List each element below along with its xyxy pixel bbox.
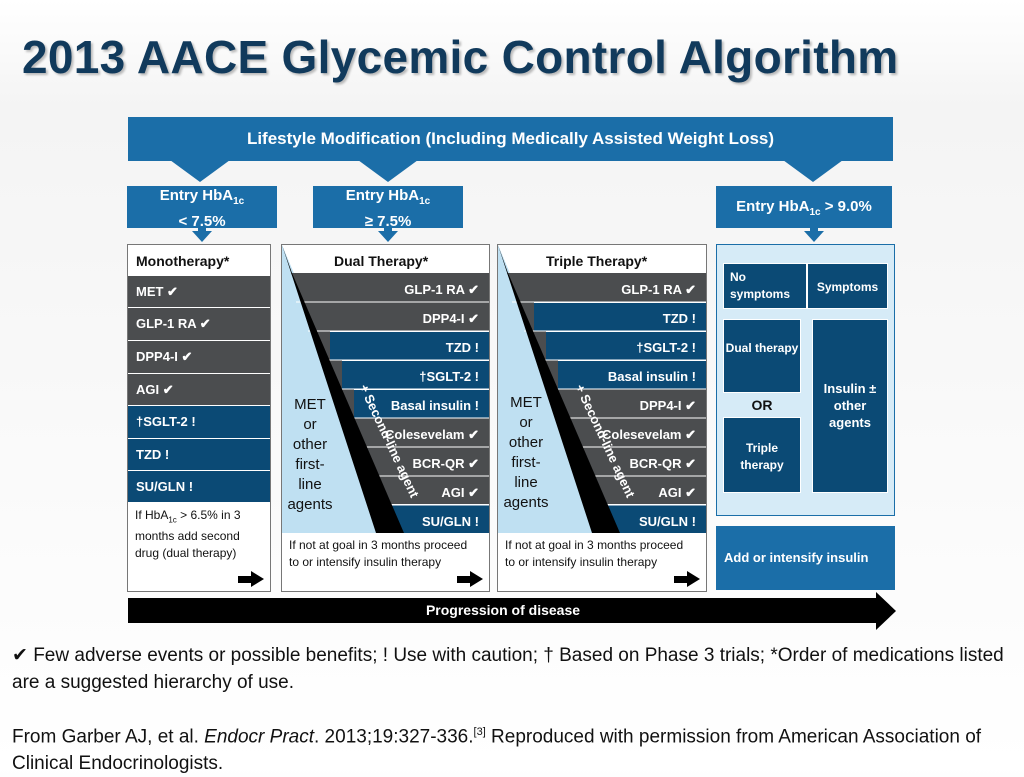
mono-row: TZD !	[128, 438, 270, 470]
lifestyle-banner: Lifestyle Modification (Including Medica…	[128, 117, 893, 161]
mono-row: MET ✔	[128, 275, 270, 307]
page-title: 2013 AACE Glycemic Control Algorithm	[22, 31, 899, 83]
banner-arrow-insulin	[783, 160, 843, 182]
dual-row-label: DPP4-I ✔	[422, 311, 479, 326]
monotherapy-panel: Monotherapy* MET ✔ GLP-1 RA ✔ DPP4-I ✔ A…	[127, 244, 271, 592]
triple-row-bg	[558, 360, 706, 389]
mono-row: †SGLT-2 !	[128, 405, 270, 438]
dual-therapy-box: Dual therapy	[723, 319, 801, 393]
banner-arrow-dual	[358, 160, 418, 182]
entry-box-insulin: Entry HbA1c > 9.0%	[716, 186, 892, 228]
triple-row-label: Colesevelam ✔	[602, 427, 696, 442]
symptoms-header: Symptoms	[807, 263, 888, 309]
legend-text: ✔ Few adverse events or possible benefit…	[12, 645, 1004, 693]
triple-row-label: SU/GLN !	[638, 514, 696, 529]
no-symptoms-header: No symptoms	[723, 263, 807, 309]
monotherapy-heading: Monotherapy*	[136, 253, 230, 269]
progression-arrowhead	[876, 592, 896, 630]
dual-row-label: †SGLT-2 !	[419, 369, 479, 384]
dual-row-bg	[388, 504, 489, 533]
dual-therapy-panel: Dual Therapy* GLP-1 RA ✔ DPP4-I ✔ TZD ! …	[281, 244, 490, 592]
mono-row: SU/GLN !	[128, 470, 270, 502]
entry-stem-mono	[198, 228, 206, 232]
triple-therapy-box: Triple therapy	[723, 417, 801, 493]
add-intensify-insulin-box: Add or intensify insulin	[716, 526, 895, 590]
dual-next-arrow	[457, 571, 483, 587]
triple-row-label: AGI ✔	[658, 485, 696, 500]
mono-row: GLP-1 RA ✔	[128, 307, 270, 340]
or-label: OR	[751, 397, 773, 413]
entry-box-dual: Entry HbA1c ≥ 7.5%	[313, 186, 463, 230]
banner-arrow-mono	[170, 160, 230, 182]
progression-bar: Progression of disease	[128, 598, 878, 623]
triple-row-label: GLP-1 RA ✔	[621, 282, 696, 297]
triple-row-label: BCR-QR ✔	[629, 456, 697, 471]
dual-row-label: Colesevelam ✔	[385, 427, 479, 442]
triple-row-label: †SGLT-2 !	[636, 340, 696, 355]
dual-row-lines	[296, 301, 489, 506]
triple-heading: Triple Therapy*	[546, 253, 648, 269]
triple-row-lines	[512, 301, 706, 506]
entry-arrow-mono	[192, 231, 212, 242]
dual-row-label: GLP-1 RA ✔	[404, 282, 479, 297]
citation-text: From Garber AJ, et al. Endocr Pract. 201…	[12, 726, 982, 775]
triple-therapy-panel: Triple Therapy* GLP-1 RA ✔ TZD ! †SGLT-2…	[497, 244, 707, 592]
dual-note: If not at goal in 3 months proceed to or…	[289, 538, 468, 569]
mono-next-arrow	[238, 571, 264, 587]
entry-stem-dual	[384, 228, 392, 232]
entry-arrow-dual	[378, 231, 398, 242]
insulin-panel: No symptoms Symptoms Dual therapy OR Tri…	[716, 244, 895, 516]
dual-row-label: BCR-QR ✔	[412, 456, 480, 471]
triple-next-arrow	[674, 571, 700, 587]
entry-arrow-insulin	[804, 231, 824, 242]
triple-row-label: DPP4-I ✔	[639, 398, 696, 413]
insulin-other-agents-box: Insulin ± other agents	[812, 319, 888, 493]
mono-note: If HbA1c > 6.5% in 3 months add second d…	[135, 508, 241, 561]
triple-row-label: TZD !	[662, 311, 696, 326]
dual-row-label: SU/GLN !	[421, 514, 479, 529]
entry-box-mono: Entry HbA1c < 7.5%	[127, 186, 277, 230]
dual-row-bg	[342, 360, 489, 389]
dual-row-label: Basal insulin !	[390, 398, 479, 413]
entry-stem-insulin	[810, 228, 818, 232]
mono-row: DPP4-I ✔	[128, 340, 270, 373]
triple-note: If not at goal in 3 months proceed to or…	[505, 538, 684, 569]
dual-row-label: AGI ✔	[441, 485, 479, 500]
dual-heading: Dual Therapy*	[334, 253, 429, 269]
triple-row-label: Basal insulin !	[607, 369, 696, 384]
mono-row: AGI ✔	[128, 373, 270, 405]
dual-row-bg	[354, 389, 489, 418]
dual-row-label: TZD !	[445, 340, 479, 355]
